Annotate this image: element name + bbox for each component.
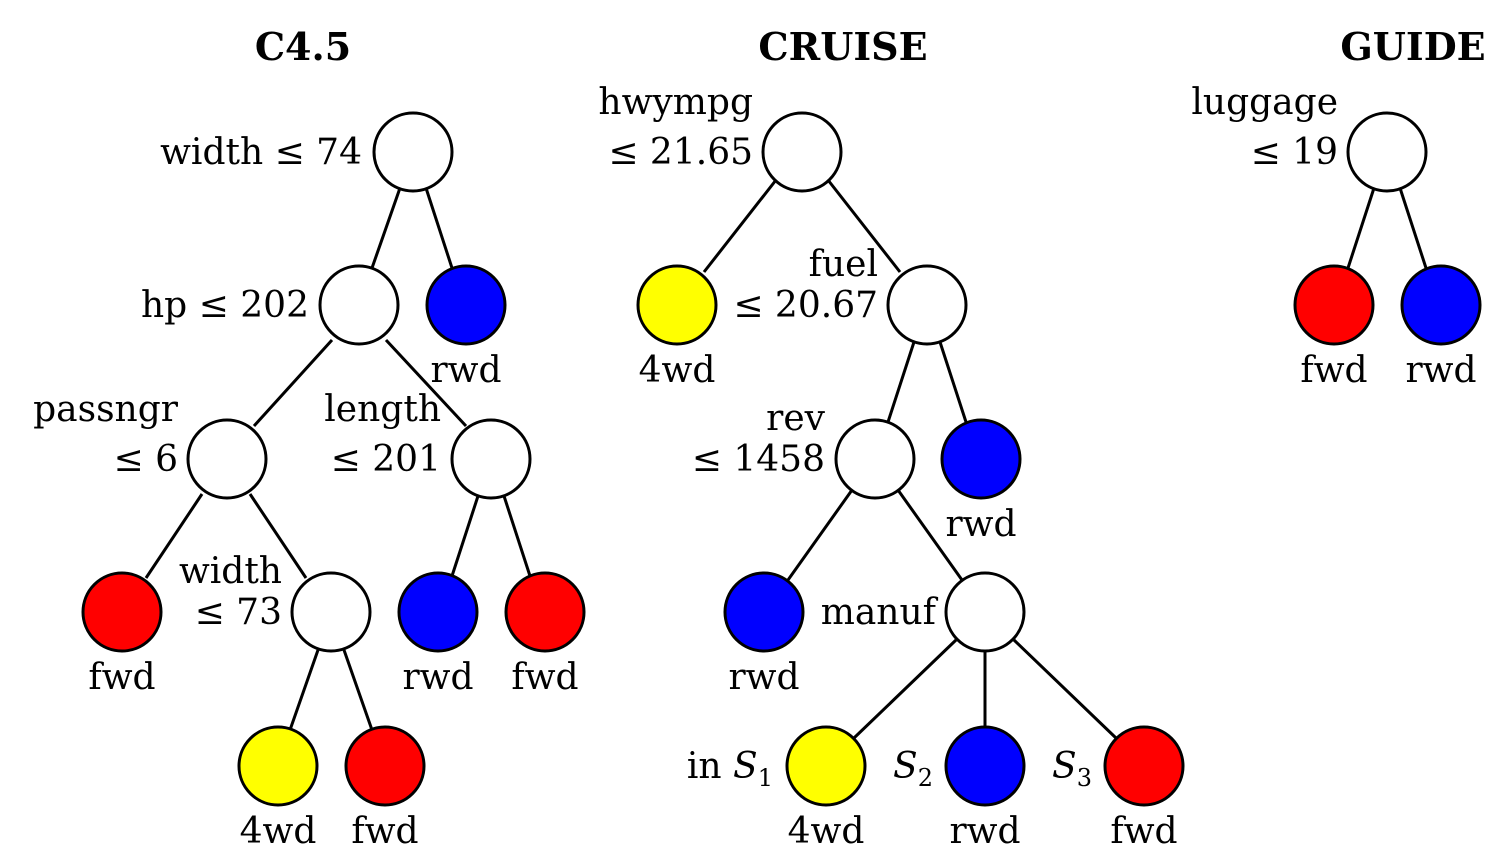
cruise-leaf-node	[785, 725, 867, 807]
c45-leaf-label: fwd	[511, 657, 578, 698]
cruise-leaf-label: 4wd	[788, 811, 865, 852]
c45-length-split-threshold: ≤ 201	[331, 439, 441, 480]
guide-leaf-node	[1293, 264, 1375, 346]
c45-split-node	[318, 264, 400, 346]
c45-leaf-node	[504, 571, 586, 653]
cruise-split-node	[761, 111, 843, 193]
guide-root-split-label: luggage	[1191, 82, 1338, 123]
c45-title: C4.5	[255, 24, 351, 69]
c45-edge	[424, 187, 454, 269]
cruise-edge	[786, 489, 854, 581]
c45-edge	[502, 495, 532, 577]
cruise-root-split-threshold: ≤ 21.65	[608, 132, 753, 173]
c45-leaf-node	[344, 725, 426, 807]
c45-width73-split-threshold: ≤ 73	[195, 592, 282, 633]
c45-hp-split-label: hp ≤ 202	[141, 285, 309, 326]
c45-edge	[252, 338, 334, 428]
cruise-leaf-node	[723, 571, 805, 653]
cruise-leaf-label: 4wd	[639, 350, 716, 391]
cruise-leaf-label: rwd	[728, 657, 799, 698]
c45-passngr-split-label: passngr	[33, 389, 179, 430]
c45-leaf-label: rwd	[402, 657, 473, 698]
c45-width73-split-label: width	[179, 551, 282, 592]
cruise-leaf-node	[636, 264, 718, 346]
c45-leaf-node	[397, 571, 479, 653]
cruise-split-node	[886, 264, 968, 346]
c45-leaf-label: rwd	[430, 350, 501, 391]
guide-title: GUIDE	[1340, 24, 1485, 69]
cruise-set-label-s3: S3	[1052, 746, 1092, 792]
cruise-title: CRUISE	[758, 24, 927, 69]
cruise-leaf-label: rwd	[949, 811, 1020, 852]
c45-edge	[370, 187, 402, 269]
cruise-set-label-s2: S2	[893, 746, 933, 792]
cruise-edges	[702, 179, 1118, 740]
c45-edge	[450, 495, 480, 577]
c45-edges	[144, 187, 532, 731]
cruise-leaf-label: rwd	[945, 504, 1016, 545]
guide-split-node	[1346, 111, 1428, 193]
c45-passngr-split-threshold: ≤ 6	[113, 439, 178, 480]
c45-leaf-label: 4wd	[240, 811, 317, 852]
cruise-rev-split-threshold: ≤ 1458	[692, 439, 825, 480]
c45-edge	[144, 493, 204, 579]
c45-edge	[288, 649, 320, 731]
guide-edge	[1398, 187, 1428, 269]
guide-edge	[1346, 187, 1376, 269]
guide-leaf-node	[1400, 264, 1482, 346]
c45-length-split-label: length	[324, 389, 441, 430]
c45-leaf-node	[81, 571, 163, 653]
c45-edge	[248, 493, 308, 579]
cruise-edge	[886, 341, 916, 423]
c45-leaf-node	[237, 725, 319, 807]
cruise-leaf-label: fwd	[1110, 811, 1177, 852]
cruise-split-node	[944, 571, 1026, 653]
cruise-set-label-s1: in S1	[687, 746, 773, 792]
c45-root-split-label: width ≤ 74	[160, 132, 362, 173]
cruise-root-split-label: hwympg	[598, 82, 753, 123]
c45-edge	[384, 338, 468, 428]
c45-split-node	[450, 418, 532, 500]
guide-leaf-label: fwd	[1300, 350, 1367, 391]
cruise-leaf-node	[1103, 725, 1185, 807]
cruise-edge	[938, 341, 968, 423]
c45-leaf-node	[425, 264, 507, 346]
cruise-fuel-split-label: fuel	[809, 244, 878, 285]
c45-leaf-label: fwd	[351, 811, 418, 852]
c45-leaf-label: fwd	[88, 657, 155, 698]
cruise-leaf-node	[944, 725, 1026, 807]
c45-edge	[342, 649, 374, 731]
c45-split-node	[290, 571, 372, 653]
c45-split-node	[372, 111, 454, 193]
cruise-split-node	[834, 418, 916, 500]
cruise-leaf-node	[940, 418, 1022, 500]
cruise-edge	[896, 489, 964, 581]
cruise-fuel-split-threshold: ≤ 20.67	[733, 285, 878, 326]
guide-root-split-threshold: ≤ 19	[1251, 132, 1338, 173]
cruise-edge	[852, 638, 958, 740]
c45-split-node	[186, 418, 268, 500]
cruise-edge	[1012, 638, 1118, 740]
cruise-edge	[826, 179, 902, 273]
cruise-edge	[702, 179, 778, 273]
cruise-rev-split-label: rev	[766, 398, 826, 439]
cruise-manuf-split-label: manuf	[821, 592, 939, 633]
guide-edges	[1346, 187, 1428, 269]
guide-leaf-label: rwd	[1405, 350, 1476, 391]
